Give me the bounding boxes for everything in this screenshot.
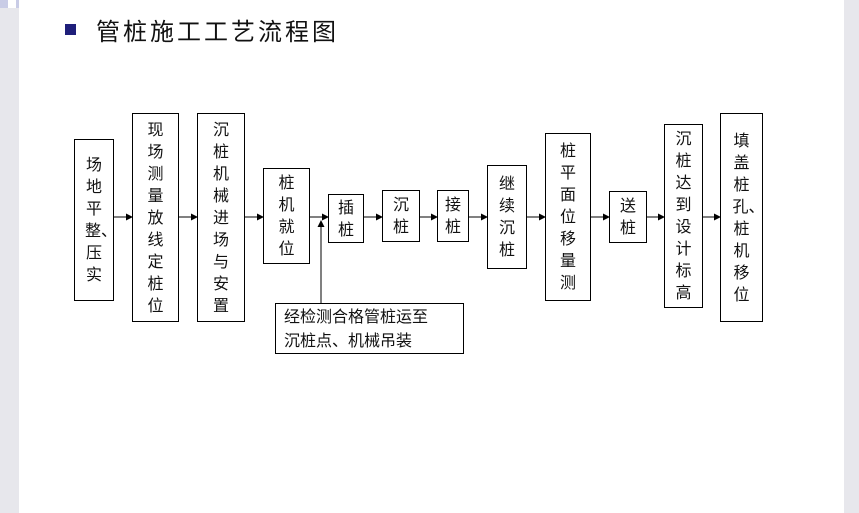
slide-title: 管桩施工工艺流程图 bbox=[96, 17, 339, 46]
step-label-3: 沉桩机械进场与安置 bbox=[212, 119, 229, 315]
step-box-11: 沉桩达到设计标高 bbox=[664, 124, 703, 308]
right-margin-band bbox=[844, 0, 859, 513]
left-margin-band bbox=[0, 8, 19, 513]
step-box-7: 接桩 bbox=[437, 190, 469, 242]
step-box-1: 场地平整、压实 bbox=[74, 139, 118, 301]
step-label-9: 桩平面位移量测 bbox=[559, 141, 576, 292]
step-label-5: 插桩 bbox=[337, 197, 354, 239]
step-box-3: 沉桩机械进场与安置 bbox=[197, 113, 245, 322]
step-label-6: 沉桩 bbox=[392, 195, 409, 236]
step-label-7: 接桩 bbox=[444, 195, 461, 236]
title-row: 管桩施工工艺流程图 bbox=[65, 14, 339, 46]
step-box-9: 桩平面位移量测 bbox=[545, 133, 591, 301]
step-box-12: 填盖桩孔、桩机移位 bbox=[720, 113, 765, 322]
step-box-2: 现场测量放线定桩位 bbox=[132, 113, 179, 322]
step-box-5: 插桩 bbox=[328, 194, 364, 243]
pile-delivery-note-box: 经检测合格管桩运至 沉桩点、机械吊装 bbox=[275, 303, 464, 354]
step-label-1: 场地平整、压实 bbox=[85, 155, 118, 284]
step-label-4: 桩机就位 bbox=[278, 173, 295, 258]
step-label-11: 沉桩达到设计标高 bbox=[675, 129, 692, 302]
step-box-6: 沉桩 bbox=[382, 190, 420, 242]
step-box-10: 送桩 bbox=[609, 191, 647, 243]
step-label-12: 填盖桩孔、桩机移位 bbox=[732, 130, 765, 304]
step-box-4: 桩机就位 bbox=[263, 168, 310, 264]
step-label-8: 继续沉桩 bbox=[498, 174, 515, 259]
step-label-2: 现场测量放线定桩位 bbox=[147, 119, 164, 315]
step-box-8: 继续沉桩 bbox=[487, 165, 527, 269]
pile-delivery-note: 经检测合格管桩运至 沉桩点、机械吊装 bbox=[284, 306, 429, 350]
step-label-10: 送桩 bbox=[619, 196, 636, 237]
square-bullet-icon bbox=[65, 23, 76, 35]
